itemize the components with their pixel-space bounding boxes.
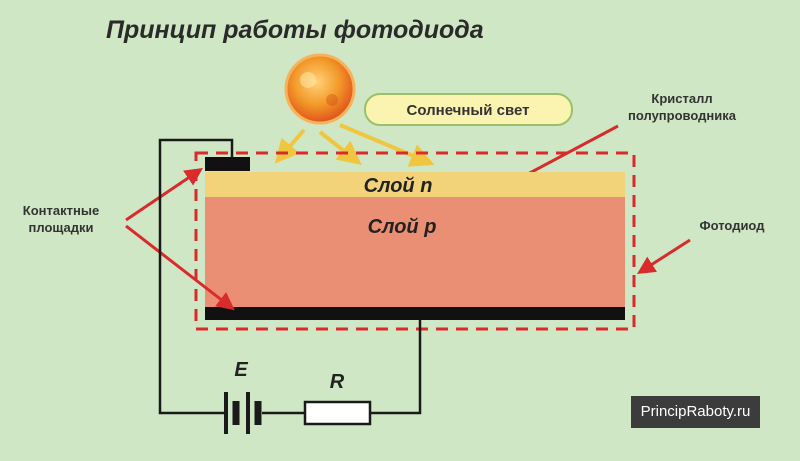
- top-contact-pad: [205, 157, 250, 171]
- layer-n: [205, 172, 625, 197]
- layer-n-label: Слой n: [364, 175, 433, 197]
- contacts-label-line1: Контактные: [23, 203, 99, 218]
- crystal-label-line1: Кристалл: [651, 91, 712, 106]
- contacts-arrow-bottom: [125, 224, 235, 311]
- photodiode-arrow: [636, 238, 691, 274]
- contacts-arrow-top: [125, 167, 203, 222]
- battery-icon: [224, 392, 262, 434]
- sun-ray: [318, 130, 362, 165]
- resistor-label: R: [330, 371, 345, 393]
- battery-label: E: [234, 359, 248, 381]
- watermark-badge: PrincipRaboty.ru: [631, 396, 760, 428]
- sun-rays: [274, 123, 435, 167]
- circuit-wires: [158, 138, 422, 415]
- layer-p: [205, 197, 625, 307]
- contacts-label-line2: площадки: [29, 220, 94, 235]
- sun-ray: [274, 128, 306, 164]
- crystal-label-line2: полупроводника: [628, 108, 737, 123]
- photodiode-outline: [194, 151, 636, 331]
- bottom-contact-pad: [205, 307, 625, 320]
- resistor-icon: [303, 400, 372, 426]
- sunlight-text: Солнечный свет: [406, 102, 529, 119]
- page-title: Принцип работы фотодиода: [106, 16, 484, 44]
- photodiode-label: Фотодиод: [700, 218, 766, 233]
- sunlight-label: Солнечный свет: [364, 93, 573, 126]
- sun-icon: [284, 53, 356, 125]
- sun-ray: [339, 123, 435, 167]
- layer-p-label: Слой p: [368, 216, 437, 238]
